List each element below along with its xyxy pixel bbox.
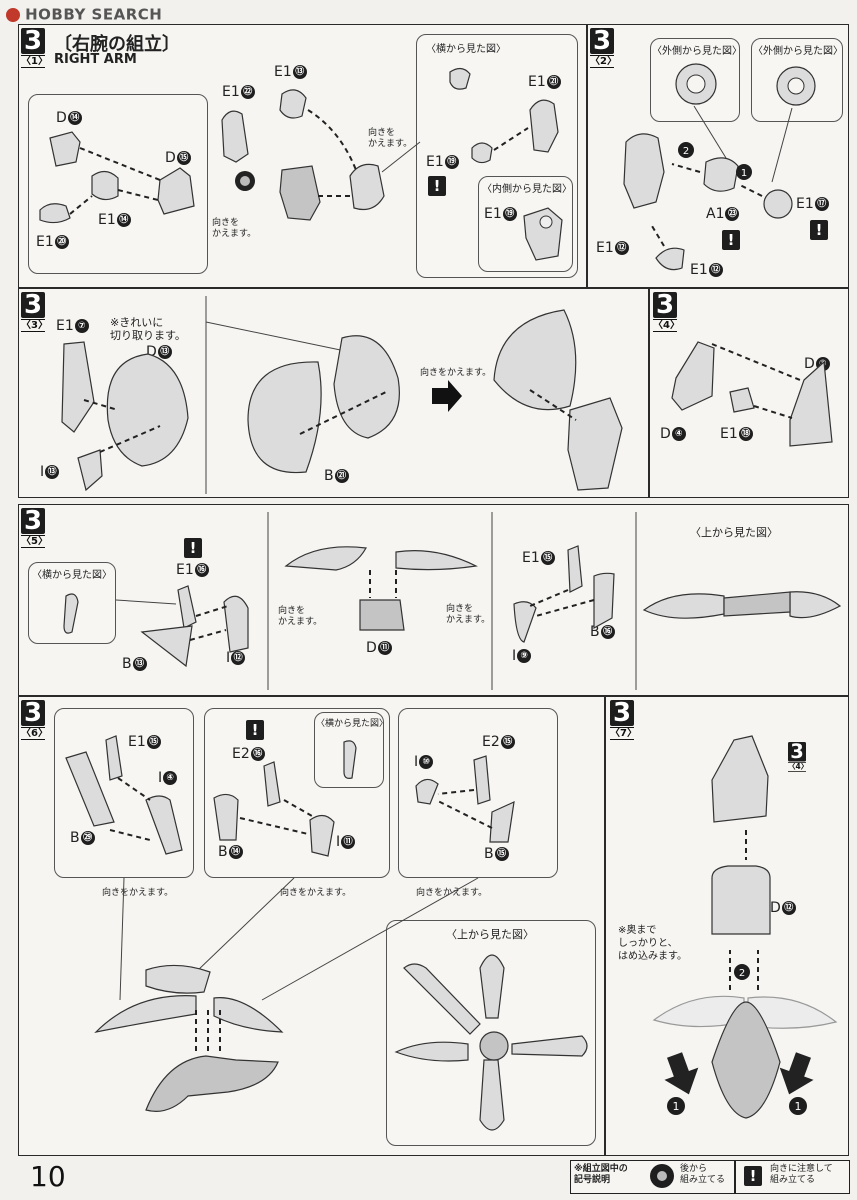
legend-back: 後から 組み立てる: [680, 1164, 726, 1185]
step-3-1-subtitle: RIGHT ARM: [54, 52, 137, 67]
turn-note-1: 向きを かえます。: [368, 128, 413, 149]
warning-icon: !: [184, 538, 202, 558]
step-3-6-badge: 3 〈6〉: [21, 698, 48, 740]
circle-logo-icon: [6, 7, 20, 22]
step-3-3-badge: 3 〈3〉: [21, 290, 48, 332]
view-side-label-5: 〈横から見た図〉: [32, 570, 112, 581]
turn-note-3: 向きをかえます。: [420, 368, 492, 378]
step-3-1-badge: 3 〈1〉: [21, 26, 48, 68]
legend-title: ※組立図中の 記号説明: [574, 1164, 628, 1185]
turn-note-6c: 向きをかえます。: [416, 888, 488, 898]
view-top-label-5: 〈上から見た図〉: [690, 526, 778, 539]
turn-note-6a: 向きをかえます。: [102, 888, 174, 898]
turn-note-5a: 向きを かえます。: [278, 606, 323, 627]
step-3-1-title: 〔右腕の組立〕: [54, 34, 180, 55]
view-outer-label-2: 〈外側から見た図〉: [753, 46, 843, 57]
step-3-4-badge: 3 〈4〉: [653, 290, 680, 332]
turn-note-6b: 向きをかえます。: [280, 888, 352, 898]
page-number: 10: [30, 1160, 66, 1193]
legend-warn: 向きに注意して 組み立てる: [770, 1164, 833, 1185]
view-outer-label-1: 〈外側から見た図〉: [652, 46, 742, 57]
turn-note-5b: 向きを かえます。: [446, 604, 491, 625]
warning-icon: !: [810, 220, 828, 240]
warning-icon: !: [722, 230, 740, 250]
back-assembly-icon: [650, 1164, 674, 1188]
cut-note: ※きれいに 切り取ります。: [110, 316, 186, 342]
press-note: ※奥まで しっかりと、 はめ込みます。: [618, 925, 687, 962]
top-view-panel-6: [386, 920, 596, 1146]
step-3-6-panel-a: [54, 708, 194, 878]
legend-box: [570, 1160, 850, 1194]
view-side-label: 〈横から見た図〉: [426, 44, 506, 55]
view-top-label-6: 〈上から見た図〉: [446, 928, 534, 941]
step-3-4-ref-badge: 3 〈4〉: [788, 740, 809, 772]
step-3-2-badge: 3 〈2〉: [590, 26, 617, 68]
warning-icon: !: [246, 720, 264, 740]
warning-icon: !: [428, 176, 446, 196]
step-3-5-badge: 3 〈5〉: [21, 506, 48, 548]
view-side-label-6: 〈横から見た図〉: [316, 719, 389, 729]
warning-icon: !: [744, 1166, 762, 1186]
step-3-6-panel-c: [398, 708, 558, 878]
view-inner-label: 〈内側から見た図〉: [482, 184, 572, 195]
step-3-7-badge: 3 〈7〉: [610, 698, 637, 740]
site-logo: HOBBY SEARCH: [6, 4, 162, 24]
turn-note-2: 向きを かえます。: [212, 218, 257, 239]
legend-divider: [734, 1160, 736, 1194]
